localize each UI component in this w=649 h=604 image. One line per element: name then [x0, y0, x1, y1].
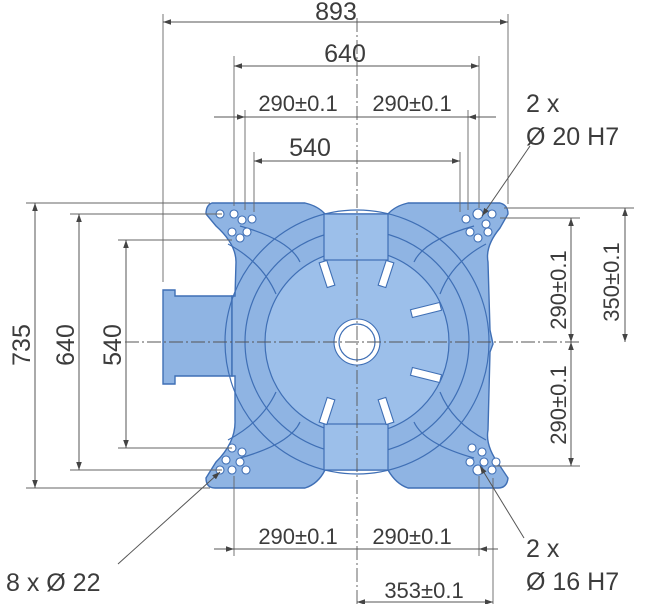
- callout-top-right-count: 2 x: [526, 90, 560, 118]
- dim-top-inner: 540: [289, 134, 331, 162]
- dim-right-upper-pitch: 290±0.1: [546, 250, 571, 329]
- dim-bottom-right-pitch: 290±0.1: [372, 524, 451, 549]
- dim-top-left-pitch: 290±0.1: [258, 91, 337, 116]
- dim-bottom-offset: 353±0.1: [384, 578, 463, 603]
- dim-right-offset: 350±0.1: [599, 242, 624, 321]
- dimension-lines: [32, 19, 628, 604]
- side-flange: [162, 289, 233, 385]
- dim-left-inner: 540: [99, 324, 127, 366]
- callouts: 2 x Ø 20 H7 8 x Ø 22 2 x Ø 16 H7: [6, 90, 619, 597]
- dim-top-overall: 893: [315, 0, 357, 26]
- callout-bottom-right-count: 2 x: [526, 535, 560, 563]
- center-lines: [125, 18, 580, 604]
- callout-top-right-spec: Ø 20 H7: [526, 123, 619, 151]
- dim-top-right-pitch: 290±0.1: [372, 91, 451, 116]
- corner-holes-top-left: [215, 209, 257, 243]
- extension-lines: [26, 14, 634, 604]
- base-body: [162, 202, 509, 489]
- dim-bottom-left-pitch: 290±0.1: [258, 524, 337, 549]
- dim-right-lower-pitch: 290±0.1: [546, 365, 571, 444]
- dimension-labels: 893 640 290±0.1 290±0.1 540 735 640 540 …: [8, 0, 624, 603]
- dim-top-outer: 640: [324, 40, 366, 68]
- corner-holes-top-right: [461, 208, 497, 243]
- callout-bottom-left: 8 x Ø 22: [6, 569, 101, 597]
- callout-bottom-right-spec: Ø 16 H7: [526, 568, 619, 596]
- corner-holes-bottom-left: [215, 443, 251, 475]
- dim-left-overall: 735: [8, 324, 36, 366]
- dim-left-outer: 640: [52, 324, 80, 366]
